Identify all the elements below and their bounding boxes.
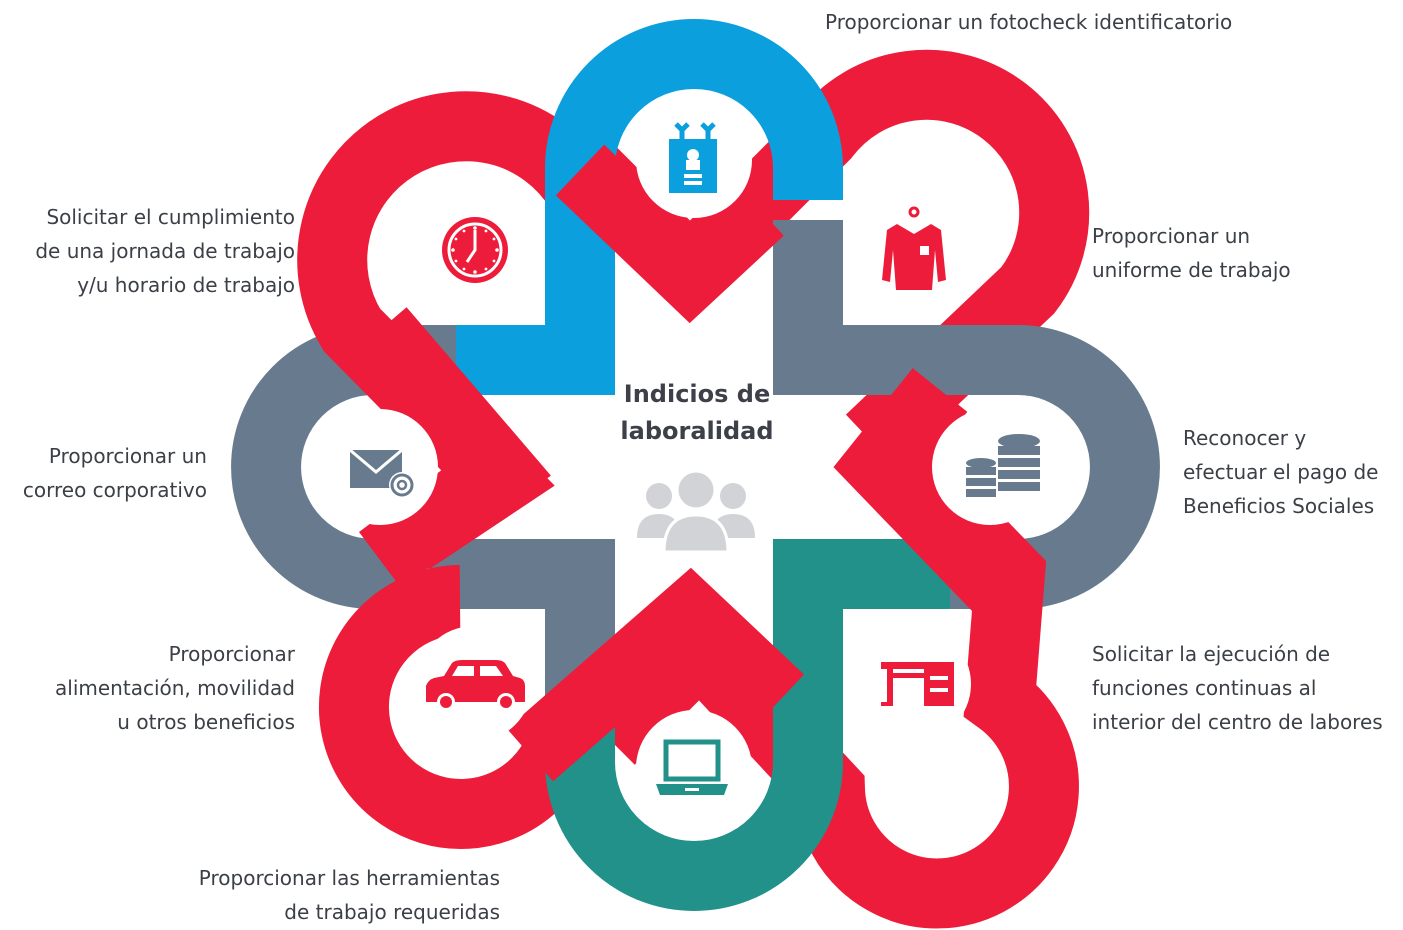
ribbon-crossover-top [555, 144, 784, 324]
label-fotocheck: Proporcionar un fotocheck identificatori… [825, 10, 1233, 34]
ribbon-loop-slate-right [773, 220, 1160, 609]
ribbon-crossover-right [833, 368, 1036, 625]
ribbon-crossover-left [353, 307, 551, 588]
id-badge-icon [669, 122, 717, 193]
label-jornada: Solicitar el cumplimiento de una jornada… [35, 205, 295, 297]
label-uniforme: Proporcionar un uniforme de trabajo [1092, 224, 1291, 282]
ribbon-loop-red-bottomright [585, 405, 1079, 929]
label-funciones-continuas: Solicitar la ejecución de funciones cont… [1092, 642, 1383, 734]
uniform-shirt-icon [882, 206, 946, 290]
ribbon-loop-slate-left [231, 325, 615, 740]
label-correo: Proporcionar un correo corporativo [22, 444, 207, 502]
coins-stack-icon [966, 434, 1040, 497]
ribbon-loop-red-bottomleft [318, 565, 675, 849]
clock-icon [442, 217, 508, 283]
laptop-icon [656, 739, 728, 795]
email-at-icon [349, 448, 415, 498]
label-herramientas: Proporcionar las herramientas de trabajo… [198, 866, 500, 924]
ribbon-loop-red-topright [555, 49, 1090, 466]
car-icon [426, 660, 525, 711]
center-title-line-2: laboralidad [620, 417, 774, 445]
center-title-line-1: Indicios de [623, 380, 771, 408]
ribbon-loop-teal-bottom [545, 539, 950, 911]
center-title: Indicios de laboralidad [597, 376, 797, 450]
desk-icon [881, 662, 954, 706]
ribbon-crossover-bottom [506, 567, 805, 782]
ribbon-loop-blue-top [456, 19, 843, 395]
ribbon-loop-red-topleft [297, 91, 615, 570]
people-group-icon [637, 469, 755, 554]
label-alimentacion: Proporcionar alimentación, movilidad u o… [55, 642, 295, 734]
label-beneficios-sociales: Reconocer y efectuar el pago de Benefici… [1183, 426, 1379, 518]
